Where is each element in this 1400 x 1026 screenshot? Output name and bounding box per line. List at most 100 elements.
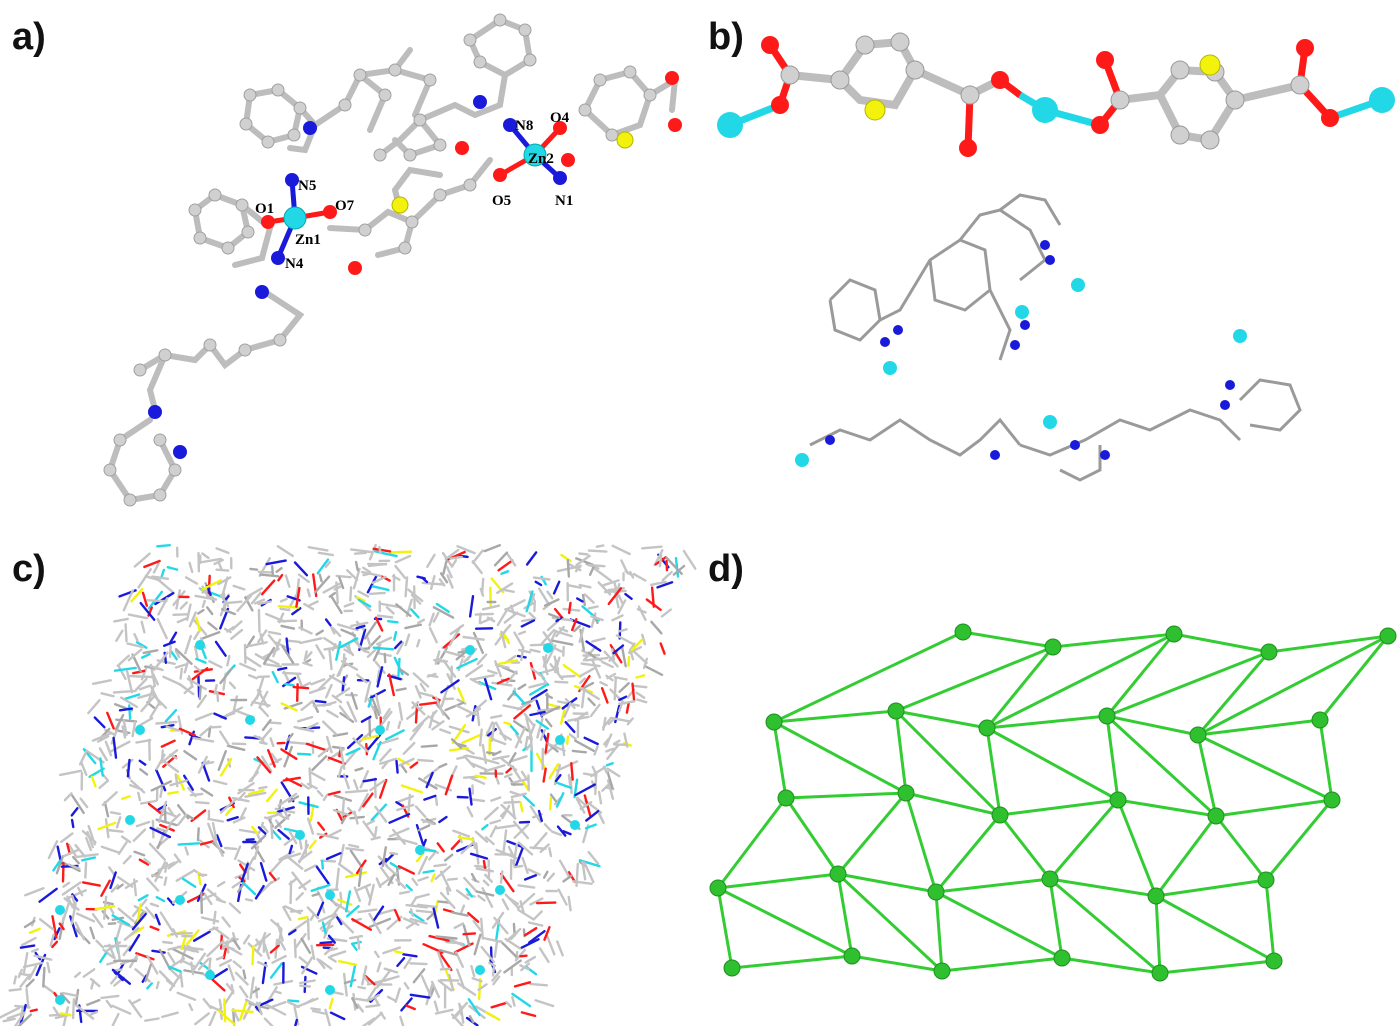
packing-bond — [127, 648, 143, 662]
zinc-centre — [570, 820, 580, 830]
packing-bond — [265, 788, 278, 803]
packing-bond — [532, 832, 548, 850]
packing-bond — [379, 757, 397, 765]
packing-bond — [607, 587, 623, 606]
packing-bond — [428, 711, 435, 729]
packing-bond — [574, 739, 595, 753]
packing-bond — [268, 871, 277, 881]
packing-bond — [362, 820, 376, 838]
packing-bond — [478, 728, 483, 747]
packing-bond — [65, 842, 72, 855]
packing-bond — [155, 981, 160, 990]
packing-bond — [553, 659, 558, 669]
packing-bond — [529, 682, 549, 696]
packing-bond — [236, 882, 246, 893]
packing-bond — [231, 742, 247, 746]
packing-bond — [217, 749, 228, 771]
packing-bond — [189, 792, 204, 797]
packing-bond — [196, 694, 208, 709]
packing-bond — [417, 876, 429, 882]
packing-bond — [244, 587, 263, 599]
packing-bond — [288, 844, 294, 855]
packing-bond — [369, 688, 386, 699]
packing-bond — [232, 584, 246, 591]
packing-bond — [271, 954, 287, 964]
packing-bond — [262, 646, 276, 665]
packing-bond — [512, 720, 530, 732]
packing-bond — [368, 1011, 383, 1026]
net-node — [1265, 952, 1283, 970]
packing-bond — [528, 930, 546, 944]
packing-bond — [482, 879, 490, 887]
packing-bond — [503, 634, 510, 645]
packing-bond — [618, 695, 628, 702]
packing-bond — [241, 881, 257, 896]
net-node — [1044, 638, 1062, 656]
packing-bond — [382, 708, 391, 720]
packing-bond — [106, 711, 115, 730]
packing-bond — [574, 783, 596, 797]
packing-bond — [554, 773, 562, 783]
packing-bond — [327, 790, 341, 796]
packing-bond — [71, 855, 80, 865]
packing-bond — [472, 631, 484, 655]
packing-bond — [470, 964, 476, 978]
packing-bond — [202, 998, 213, 1009]
net-edge — [904, 792, 938, 893]
packing-bond — [357, 590, 370, 598]
packing-bond — [500, 803, 517, 820]
packing-bond — [67, 843, 78, 858]
packing-bond — [402, 953, 418, 958]
net-edge — [941, 956, 1063, 973]
packing-bond — [420, 975, 432, 997]
packing-bond — [304, 864, 317, 872]
packing-bond — [91, 913, 104, 929]
packing-bond — [430, 873, 436, 883]
packing-bond — [421, 581, 446, 586]
packing-bond — [450, 559, 458, 568]
zinc-centre — [55, 905, 65, 915]
packing-bond — [194, 801, 210, 805]
net-edge — [1196, 734, 1218, 817]
packing-bond — [374, 805, 388, 823]
packing-bond — [133, 632, 139, 642]
packing-bond — [323, 636, 340, 649]
packing-bond — [540, 628, 556, 645]
packing-bond — [334, 687, 351, 699]
packing-bond — [338, 917, 355, 934]
packing-bond — [130, 998, 142, 1005]
packing-bond — [496, 582, 514, 594]
packing-bond — [59, 769, 83, 777]
packing-bond — [426, 553, 436, 568]
packing-bond — [247, 942, 263, 957]
packing-bond — [98, 779, 110, 789]
packing-bond — [405, 1004, 416, 1011]
packing-bond — [182, 774, 195, 791]
packing-bond — [493, 939, 499, 959]
packing-bond — [501, 898, 510, 911]
packing-bond — [131, 912, 147, 931]
packing-bond — [111, 968, 132, 985]
packing-bond — [271, 670, 279, 684]
packing-bond — [595, 544, 605, 548]
packing-bond — [168, 967, 181, 979]
packing-bond — [221, 916, 231, 928]
packing-bond — [556, 940, 564, 957]
packing-bond — [536, 717, 544, 739]
packing-bond — [214, 640, 227, 657]
packing-bond — [337, 898, 353, 906]
packing-bond — [306, 918, 310, 941]
packing-bond — [51, 940, 59, 949]
packing-bond — [120, 795, 131, 800]
packing-bond — [587, 549, 608, 553]
packing-bond — [256, 960, 269, 968]
packing-bond — [253, 734, 265, 741]
packing-bond — [436, 842, 445, 853]
packing-bond — [336, 623, 359, 632]
packing-bond — [389, 550, 413, 554]
packing-bond — [591, 658, 602, 679]
packing-bond — [393, 950, 404, 955]
packing-bond — [188, 561, 194, 574]
packing-bond — [287, 1000, 300, 1009]
packing-bond — [277, 828, 290, 840]
